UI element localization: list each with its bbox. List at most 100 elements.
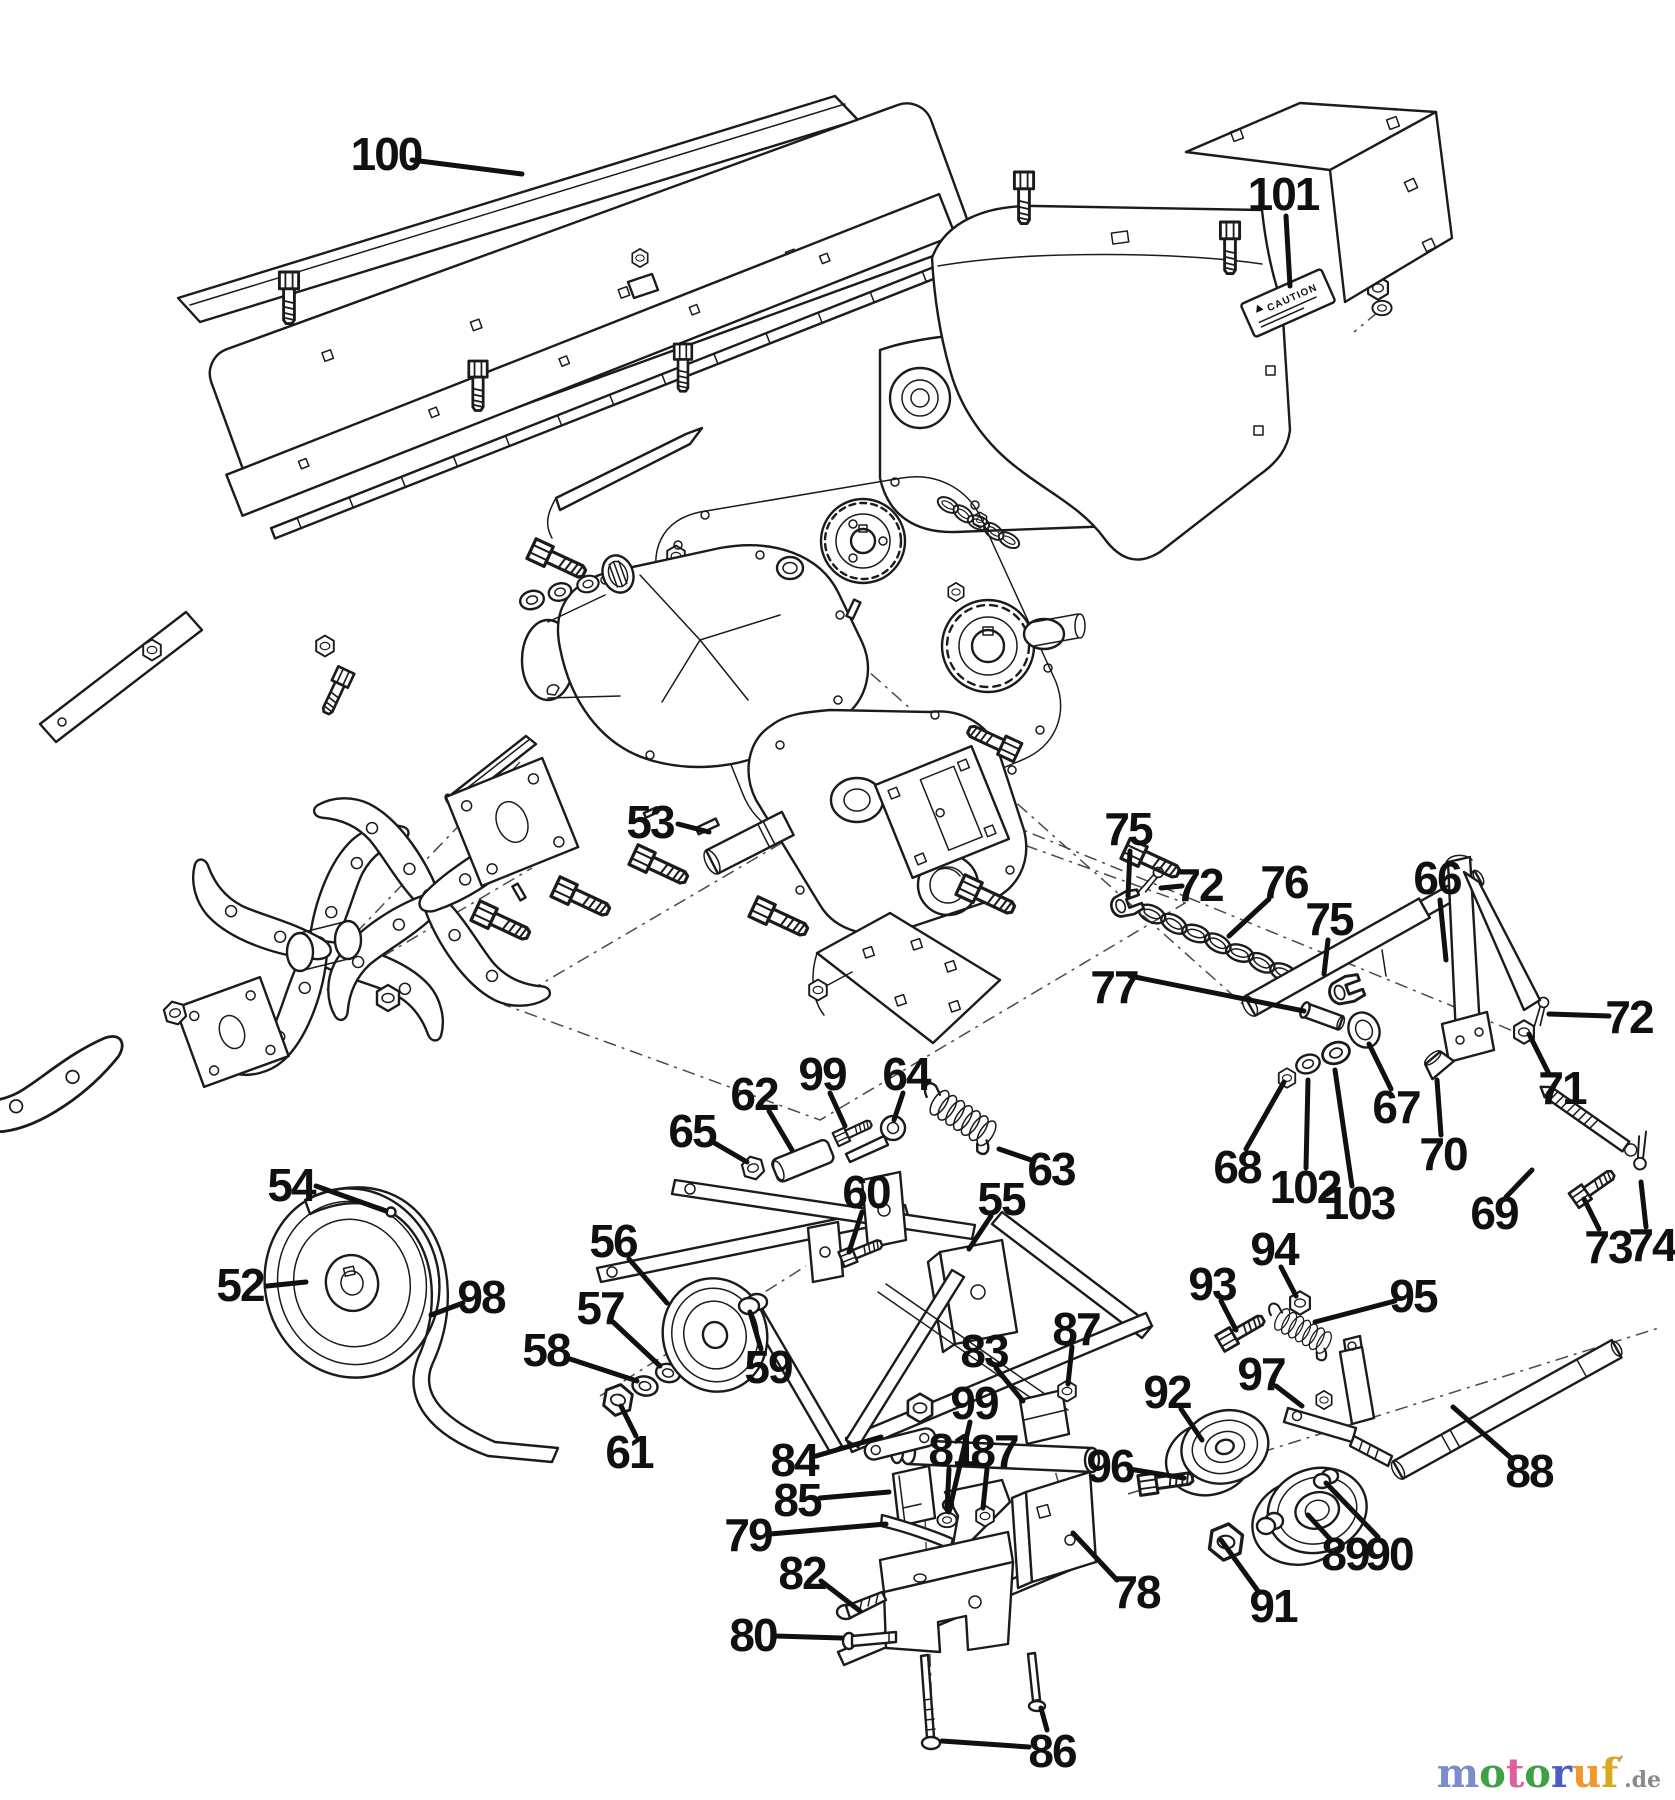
leader-line — [1218, 1537, 1261, 1594]
eye-bolt — [844, 1114, 907, 1164]
main-gearcase — [520, 544, 870, 769]
part-number-79: 79 — [724, 1509, 772, 1561]
part-callout-85: 85 — [773, 1474, 892, 1526]
part-number-59: 59 — [744, 1341, 792, 1393]
leader-line — [1312, 1298, 1398, 1325]
leader-line — [827, 1090, 848, 1129]
part-callout-62: 62 — [730, 1068, 795, 1153]
spacer-bushing — [1255, 1511, 1285, 1536]
part-callout-68: 68 — [1213, 1079, 1287, 1193]
part-callout-79: 79 — [724, 1509, 889, 1561]
leader-line — [939, 1738, 1032, 1750]
part-number-62: 62 — [730, 1068, 778, 1120]
link-tube — [771, 1139, 835, 1183]
part-number-101: 101 — [1248, 168, 1320, 220]
leader-line — [618, 1403, 639, 1439]
leader-line — [264, 1279, 309, 1289]
part-callout-95: 95 — [1312, 1270, 1440, 1325]
cone-fitting — [1423, 1050, 1456, 1081]
tine-flange-plate — [444, 756, 580, 888]
part-callout-58: 58 — [522, 1324, 640, 1384]
right-bracket-group — [1010, 1379, 1098, 1590]
part-number-99: 99 — [798, 1048, 846, 1100]
part-number-64: 64 — [882, 1048, 932, 1100]
part-callout-73: 73 — [1581, 1196, 1634, 1273]
belt-idler-group — [1136, 1290, 1623, 1566]
drive-sprocket — [819, 497, 907, 585]
part-callout-53: 53 — [626, 796, 712, 848]
leader-line — [1546, 1011, 1612, 1019]
leader-line — [747, 1309, 764, 1352]
part-number-86: 86 — [1028, 1725, 1076, 1777]
leader-line — [1437, 897, 1449, 963]
part-number-57: 57 — [576, 1282, 624, 1334]
part-callout-56: 56 — [589, 1215, 670, 1306]
leader-line — [891, 1090, 906, 1123]
idler-pulley-56-stack — [600, 1277, 769, 1420]
part-callout-88: 88 — [1450, 1404, 1556, 1497]
leader-line — [1526, 1031, 1552, 1077]
lower-bracket-assembly — [835, 1392, 1094, 1751]
leader-line — [1243, 1079, 1287, 1152]
part-number-75: 75 — [1305, 893, 1354, 945]
clutch-link-parts — [739, 1082, 997, 1183]
part-number-97: 97 — [1237, 1348, 1285, 1400]
part-callout-92: 92 — [1143, 1366, 1205, 1443]
v-idler-pulley-89 — [1251, 1466, 1368, 1566]
mount-bracket — [878, 1530, 1015, 1654]
idler-spring-95 — [1268, 1302, 1332, 1362]
watermark-letter: m — [1436, 1750, 1480, 1797]
part-callout-94: 94 — [1250, 1223, 1302, 1299]
part-number-103: 103 — [1324, 1177, 1395, 1229]
tine-assembly — [0, 634, 580, 1167]
leader-line — [946, 1419, 973, 1515]
part-callout-83: 83 — [960, 1325, 1026, 1404]
leader-line — [1127, 973, 1307, 1014]
hex-nut — [142, 638, 162, 662]
spacer — [737, 1292, 769, 1316]
part-number-67: 67 — [1372, 1081, 1420, 1133]
gearcase-hardware — [444, 537, 1185, 947]
part-callout-70: 70 — [1419, 1077, 1469, 1180]
part-callout-99: 99 — [946, 1377, 1000, 1515]
watermark-word: motoruf — [1437, 1750, 1619, 1797]
part-number-85: 85 — [773, 1474, 822, 1526]
leader-line — [428, 1300, 466, 1318]
part-number-69: 69 — [1470, 1187, 1518, 1239]
part-callout-93: 93 — [1188, 1258, 1239, 1333]
top-hardware — [142, 248, 694, 662]
part-number-68: 68 — [1213, 1141, 1262, 1193]
part-callout-84: 84 — [770, 1434, 884, 1486]
part-number-71: 71 — [1538, 1062, 1587, 1114]
part-number-92: 92 — [1143, 1366, 1191, 1418]
leader-line — [766, 1108, 795, 1153]
leader-line — [1321, 937, 1331, 977]
carriage-bolt-82 — [835, 1590, 888, 1621]
leader-line — [626, 1256, 670, 1306]
watermark-logo: motoruf’.de — [1437, 1754, 1661, 1794]
part-number-82: 82 — [778, 1547, 826, 1599]
watermark-letter: u — [1572, 1750, 1602, 1797]
part-number-87: 87 — [970, 1425, 1018, 1477]
leader-line — [675, 821, 712, 835]
part-number-99: 99 — [950, 1377, 998, 1429]
part-number-73: 73 — [1584, 1221, 1632, 1273]
part-number-58: 58 — [522, 1324, 571, 1376]
part-callout-66: 66 — [1413, 852, 1463, 963]
part-number-60: 60 — [842, 1166, 890, 1218]
part-callout-87: 87 — [1052, 1303, 1102, 1387]
leader-line — [944, 1466, 952, 1513]
u-bracket — [891, 1464, 937, 1528]
part-callout-63: 63 — [996, 1143, 1077, 1195]
part-number-53: 53 — [626, 796, 674, 848]
spur-gear — [940, 598, 1086, 694]
part-callout-55: 55 — [966, 1173, 1028, 1252]
part-callout-99: 99 — [798, 1048, 848, 1129]
part-number-91: 91 — [1249, 1580, 1298, 1632]
part-callout-103: 103 — [1324, 1067, 1397, 1229]
leader-line — [1065, 1344, 1075, 1387]
part-number-52: 52 — [216, 1259, 264, 1311]
leader-line — [996, 1146, 1037, 1164]
